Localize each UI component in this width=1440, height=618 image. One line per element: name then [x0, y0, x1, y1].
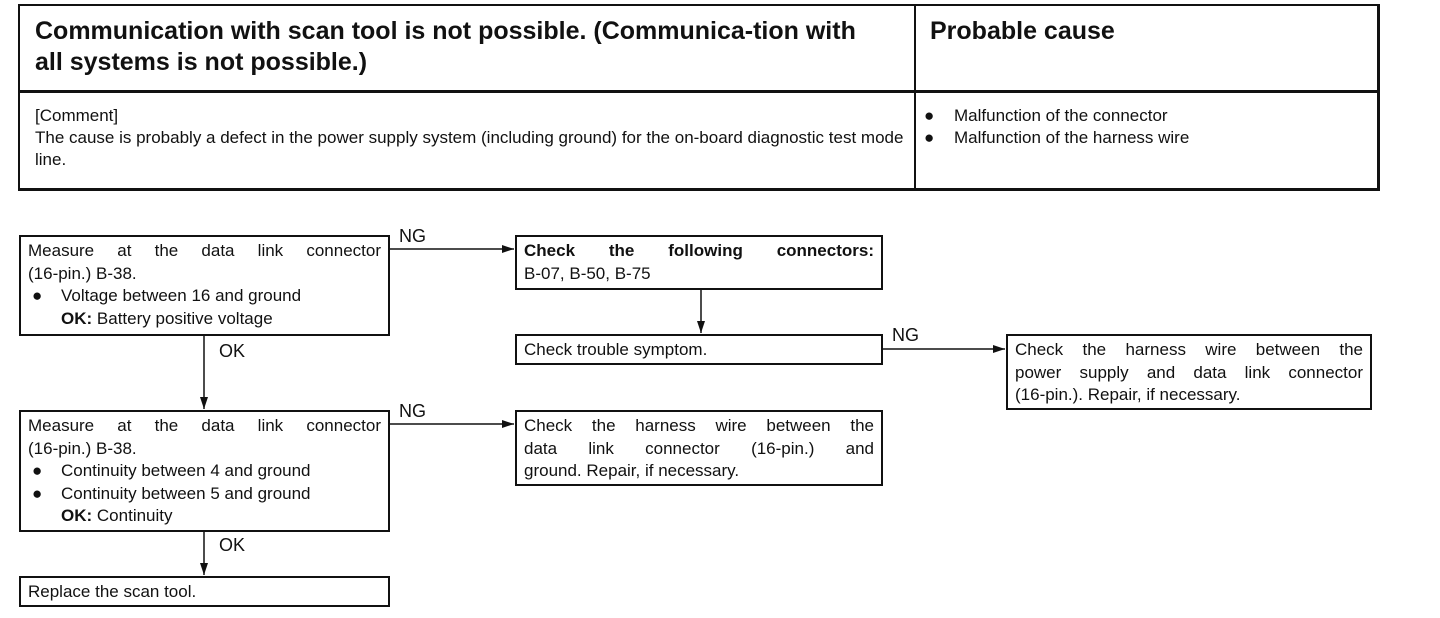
bullet-text: Continuity between 5 and ground: [61, 483, 311, 503]
bullet-text: Voltage between 16 and ground: [61, 286, 302, 305]
replace-scan-tool-box: Replace the scan tool.: [19, 576, 390, 607]
measure-continuity-box: Measure at the data link connector (16-p…: [19, 410, 390, 532]
list-item: ● Malfunction of the connector: [924, 105, 1364, 127]
probable-cause-heading: Probable cause: [930, 17, 1115, 45]
step-text: ground. Repair, if necessary.: [524, 461, 740, 480]
header-column-divider: [914, 4, 916, 191]
bullet-icon: ●: [924, 128, 935, 147]
ng-label: NG: [399, 226, 426, 246]
step-text: Measure at the data link connector: [28, 241, 381, 260]
ok-label: OK:: [61, 308, 93, 328]
cause-text: Malfunction of the harness wire: [954, 128, 1190, 147]
comment-label: [Comment]: [35, 106, 119, 125]
header-table: Communication with scan tool is not poss…: [18, 4, 1380, 191]
measure-voltage-box: Measure at the data link connector (16-p…: [19, 235, 390, 336]
bullet-icon: ●: [32, 483, 43, 503]
connector-list: B-07, B-50, B-75: [524, 263, 651, 283]
ok-label: OK:: [61, 506, 93, 525]
ok-branch-label: OK: [219, 341, 246, 361]
ok-value: Battery positive voltage: [96, 308, 273, 328]
step-text: Check the harness wire between the: [524, 416, 874, 435]
harness-ground-box: Check the harness wire between the data …: [515, 410, 883, 486]
ok-criteria: OK: Continuity: [28, 505, 381, 528]
check-symptom-text: Check trouble symptom.: [524, 340, 708, 359]
header-row-divider: [18, 90, 1380, 93]
check-connectors-box: Check the following connectors: B-07, B-…: [515, 235, 883, 290]
step-text: (16-pin.) B-38.: [28, 438, 137, 458]
step-text: Measure at the data link connector: [28, 416, 381, 435]
cause-text: Malfunction of the connector: [954, 106, 1168, 125]
ok-branch-label: OK: [219, 535, 246, 555]
ng-label: NG: [892, 325, 919, 345]
step-text: power supply and data link connector: [1015, 362, 1363, 382]
bullet-icon: ●: [924, 106, 935, 125]
check-connectors-title: Check the following connectors:: [524, 241, 874, 260]
comment-text: The cause is probably a defect in the po…: [35, 128, 904, 169]
bullet-text: Continuity between 4 and ground: [61, 461, 311, 480]
step-text: Check the harness wire between the: [1015, 340, 1363, 359]
step-bullet: ● Continuity between 5 and ground: [28, 483, 381, 506]
bullet-icon: ●: [32, 286, 43, 305]
harness-power-box: Check the harness wire between the power…: [1006, 334, 1372, 410]
step-bullet: ● Voltage between 16 and ground: [28, 285, 381, 308]
ok-value: Continuity: [96, 506, 173, 525]
step-text: (16-pin.). Repair, if necessary.: [1015, 385, 1241, 404]
step-bullet: ● Continuity between 4 and ground: [28, 460, 381, 483]
ok-criteria: OK: Battery positive voltage: [28, 308, 381, 331]
step-text: data link connector (16-pin.) and: [524, 438, 874, 458]
header-table-border: [18, 4, 1380, 191]
step-text: (16-pin.) B-38.: [28, 263, 137, 283]
replace-text: Replace the scan tool.: [28, 582, 197, 601]
bullet-icon: ●: [32, 461, 43, 480]
probable-cause-list: ● Malfunction of the connector ● Malfuncti…: [924, 105, 1364, 149]
list-item: ● Malfunction of the harness wire: [924, 127, 1364, 149]
check-symptom-box: Check trouble symptom.: [515, 334, 883, 365]
ng-label: NG: [399, 401, 426, 421]
diagnosis-title: Communication with scan tool is not poss…: [35, 17, 856, 76]
comment-block: [Comment] The cause is probably a defect…: [35, 105, 905, 171]
